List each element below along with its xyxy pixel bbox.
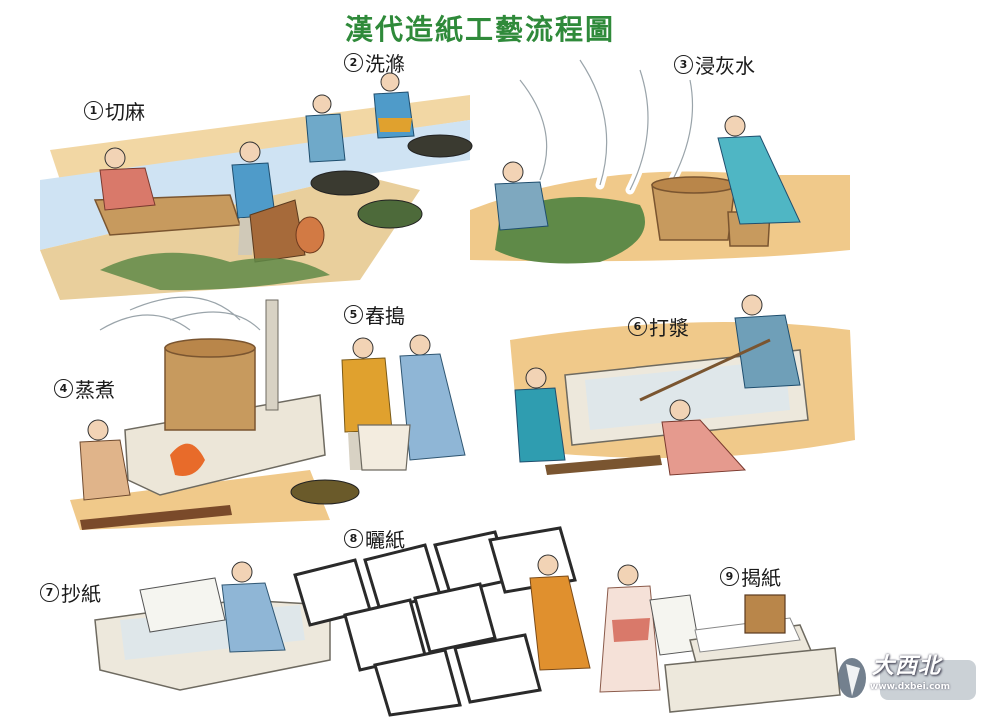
- step-text-8: 曬紙: [365, 528, 405, 552]
- worker-washing-2: [373, 72, 415, 139]
- step-text-6: 打漿: [649, 316, 689, 340]
- worker-stirring: [717, 115, 801, 225]
- press-base: [664, 647, 841, 713]
- frame-5: [413, 582, 497, 654]
- step-number-6: 6: [628, 317, 647, 336]
- steam-barrel: [164, 347, 256, 431]
- watermark-url: www.dxbei.com: [870, 682, 950, 692]
- step-label-3: 3 浸灰水: [674, 50, 755, 79]
- bank-top: [50, 95, 470, 180]
- step-label-8: 8 曬紙: [344, 524, 405, 553]
- worker-scooping: [221, 561, 286, 653]
- watermark-emblem: [838, 658, 976, 700]
- step-text-2: 洗滌: [365, 52, 405, 76]
- worker-treadle: [514, 367, 566, 463]
- frame-8: [453, 633, 542, 704]
- basket-1: [310, 170, 380, 196]
- step-label-5: 5 舂搗: [344, 300, 405, 329]
- diagram-title: 漢代造紙工藝流程圖: [344, 13, 615, 46]
- step-label-2: 2 洗滌: [344, 48, 405, 77]
- press-weight: [744, 594, 786, 634]
- clay-pot: [295, 216, 325, 254]
- step-number-8: 8: [344, 529, 363, 548]
- step-number-9: 9: [720, 567, 739, 586]
- worker-washing-1: [305, 94, 346, 163]
- basket-3: [357, 199, 423, 229]
- step-number-3: 3: [674, 55, 693, 74]
- scene-peeling: [599, 564, 841, 713]
- watermark: 大西北 www.dxbei.com: [836, 646, 976, 706]
- hemp-bundle: [249, 199, 306, 263]
- worker-stoking: [79, 419, 131, 501]
- worker-beating: [734, 294, 801, 389]
- watermark-name: 大西北: [872, 653, 942, 679]
- drying-frames: [293, 526, 577, 717]
- worker-crouching: [494, 161, 549, 231]
- worker-peeling: [599, 564, 661, 693]
- worker-drying: [529, 554, 591, 671]
- mortar: [357, 424, 411, 471]
- step-text-7: 抄紙: [61, 582, 101, 606]
- step-label-6: 6 打漿: [628, 312, 689, 341]
- scene-steaming: [70, 293, 330, 530]
- scene-cutting-washing: [40, 72, 473, 300]
- step-label-4: 4 蒸煮: [54, 374, 115, 403]
- step-text-9: 揭紙: [741, 566, 781, 590]
- pulp-basket: [290, 479, 360, 505]
- worker-cutting: [99, 147, 156, 211]
- basket-2: [407, 134, 473, 158]
- step-text-3: 浸灰水: [695, 54, 755, 78]
- step-number-4: 4: [54, 379, 73, 398]
- worker-kneeling: [661, 399, 747, 476]
- frame-7: [373, 648, 462, 717]
- step-number-2: 2: [344, 53, 363, 72]
- paper-mould: [139, 577, 226, 633]
- step-label-9: 9 揭紙: [720, 562, 781, 591]
- step-number-1: 1: [84, 101, 103, 120]
- hemp-pile: [100, 252, 330, 291]
- steam: [96, 293, 264, 334]
- fire: [170, 443, 205, 476]
- pulp-surface: [585, 360, 790, 430]
- chimney: [265, 299, 279, 411]
- scene-scooping: [94, 561, 331, 691]
- worker-pounding-2: [399, 334, 466, 461]
- step-label-7: 7 抄紙: [40, 578, 101, 607]
- step-text-4: 蒸煮: [75, 378, 115, 402]
- scene-drying: [293, 526, 591, 717]
- smoke-outline: [519, 59, 694, 191]
- treadle-hammer: [545, 455, 662, 475]
- step-text-1: 切麻: [105, 100, 145, 124]
- step-number-7: 7: [40, 583, 59, 602]
- smoke-plumes: [515, 55, 697, 195]
- scene-pounding: [290, 334, 466, 505]
- beating-pole: [639, 338, 771, 402]
- step-label-1: 1 切麻: [84, 96, 145, 125]
- frame-6: [488, 526, 577, 594]
- scene-lime-soaking: [470, 55, 850, 264]
- worker-chopping: [231, 141, 276, 255]
- firewood: [80, 505, 232, 530]
- step-text-5: 舂搗: [365, 304, 405, 328]
- step-number-5: 5: [344, 305, 363, 324]
- scene-beating: [510, 294, 855, 476]
